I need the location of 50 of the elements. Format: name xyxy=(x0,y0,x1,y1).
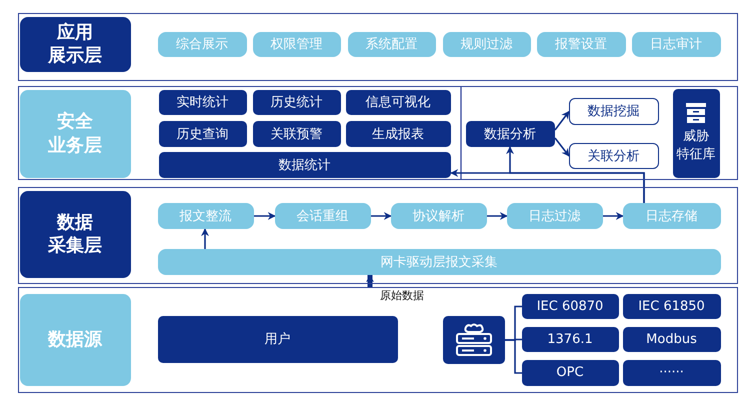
connector-line xyxy=(505,339,522,374)
layer-band xyxy=(18,13,738,81)
layer-band xyxy=(18,86,738,180)
layer-title-box: 数据采集层 xyxy=(20,190,130,278)
function-box: 历史查询 xyxy=(158,120,246,146)
chevron-arrow xyxy=(554,138,570,157)
function-box: Modbus xyxy=(622,326,720,352)
function-pill: 综合展示 xyxy=(158,32,246,56)
analysis-box: 数据挖掘 xyxy=(568,98,658,124)
function-pill: 日志审计 xyxy=(632,32,720,56)
function-pill: 会话重组 xyxy=(274,202,370,228)
chevron-arrow xyxy=(487,212,508,220)
device-box xyxy=(442,316,504,364)
function-box: OPC xyxy=(522,360,618,386)
function-pill: 日志存储 xyxy=(622,202,720,228)
chevron-arrow xyxy=(371,212,392,220)
function-box: IEC 60870 xyxy=(522,294,618,318)
function-box: 生成报表 xyxy=(346,120,450,146)
function-pill: 协议解析 xyxy=(390,202,486,228)
chevron-arrow xyxy=(554,110,570,130)
edge-label: 原始数据 xyxy=(379,288,425,303)
function-pill: 报文整流 xyxy=(158,202,254,228)
function-pill: 权限管理 xyxy=(252,32,340,56)
function-box: 用户 xyxy=(158,316,398,362)
chevron-arrow xyxy=(254,212,276,220)
function-pill: 网卡驱动层报文采集 xyxy=(158,248,720,274)
function-box: 历史统计 xyxy=(252,90,340,114)
layer-title-box: 安全业务层 xyxy=(20,90,130,178)
function-box: IEC 61850 xyxy=(622,294,720,318)
function-box: ······ xyxy=(622,360,720,386)
function-box: 1376.1 xyxy=(522,326,618,352)
function-box: 关联预警 xyxy=(252,120,340,146)
layer-band xyxy=(18,187,738,284)
chevron-arrow xyxy=(201,228,209,249)
function-pill: 系统配置 xyxy=(348,32,436,56)
function-pill: 报警设置 xyxy=(536,32,626,56)
function-box: 数据分析 xyxy=(466,120,554,146)
function-box: 实时统计 xyxy=(158,90,246,114)
chevron-arrow xyxy=(366,274,374,287)
analysis-box: 关联分析 xyxy=(568,142,658,168)
layer-title-box: 应用展示层 xyxy=(20,16,130,72)
function-box: 数据统计 xyxy=(158,152,450,178)
chevron-arrow xyxy=(603,212,624,220)
function-box: 信息可视化 xyxy=(346,90,450,114)
layer-band xyxy=(18,287,738,393)
function-pill: 日志过滤 xyxy=(506,202,602,228)
function-pill: 规则过滤 xyxy=(442,32,530,56)
database-box: 威胁特征库 xyxy=(672,88,720,178)
layer-title-box: 数据源 xyxy=(20,294,130,386)
chevron-arrow xyxy=(450,169,645,203)
